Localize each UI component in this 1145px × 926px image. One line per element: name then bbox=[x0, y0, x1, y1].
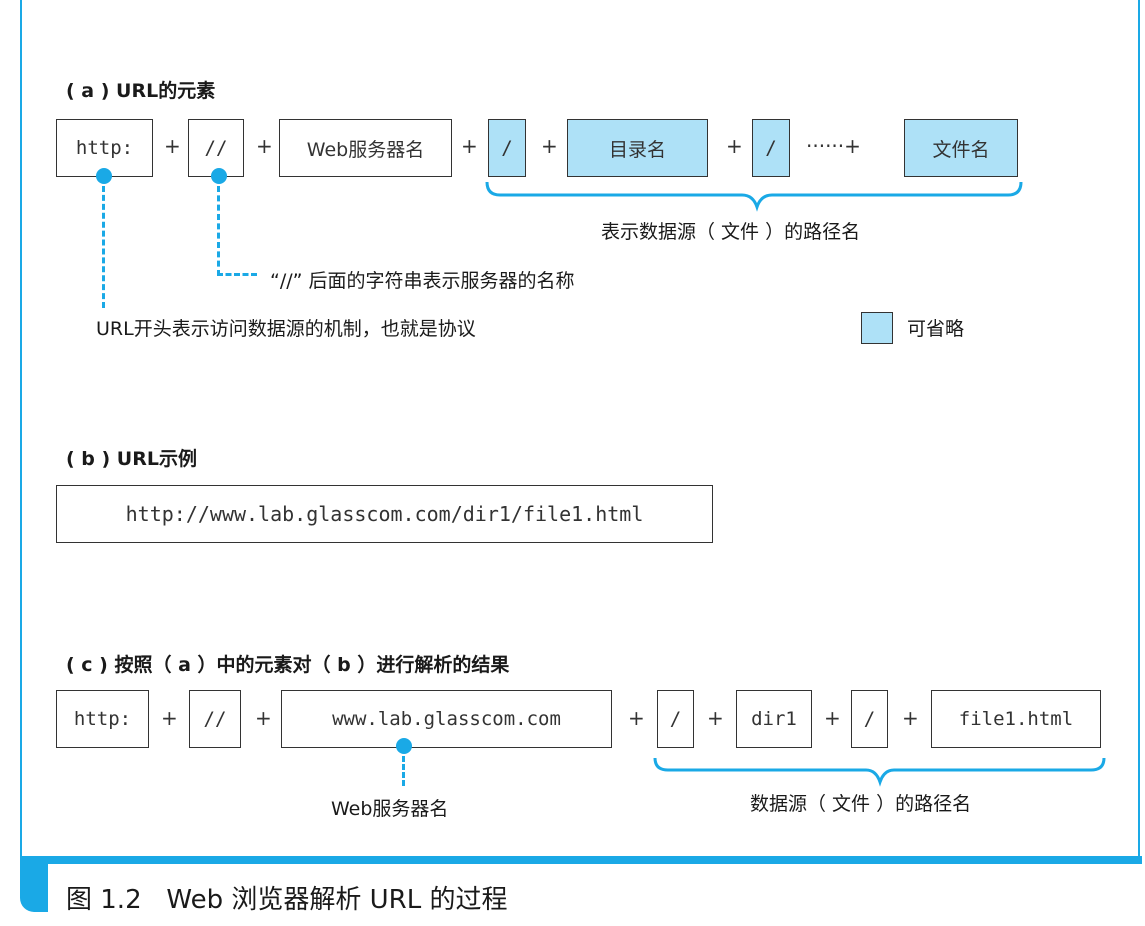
plus-sign: + bbox=[255, 706, 272, 730]
plus-sign: + bbox=[541, 134, 558, 158]
host-pointer-line bbox=[402, 756, 405, 786]
slashes-pointer-line bbox=[217, 273, 257, 276]
figure-bottom-bar bbox=[20, 856, 1142, 864]
url-element-slashes-box: // bbox=[188, 119, 244, 177]
parsed-slashes-box: // bbox=[189, 690, 241, 748]
section-c-heading: ( c ) 按照（ a ）中的元素对（ b ）进行解析的结果 bbox=[66, 654, 510, 676]
slashes-pointer-dot bbox=[211, 168, 227, 184]
plus-sign: + bbox=[902, 706, 919, 730]
parsed-directory-box: dir1 bbox=[736, 690, 812, 748]
protocol-annotation: URL开头表示访问数据源的机制，也就是协议 bbox=[96, 318, 476, 340]
host-annotation: Web服务器名 bbox=[331, 798, 449, 820]
plus-sign: + bbox=[707, 706, 724, 730]
figure-caption: 图 1.2 Web 浏览器解析 URL 的过程 bbox=[66, 885, 508, 915]
section-b-heading: ( b ) URL示例 bbox=[66, 448, 197, 470]
caption-tab bbox=[20, 864, 48, 912]
plus-sign: + bbox=[161, 706, 178, 730]
host-pointer-dot bbox=[396, 738, 412, 754]
url-element-directory-box-optional: 目录名 bbox=[567, 119, 708, 177]
protocol-pointer-line bbox=[102, 186, 105, 308]
parsed-slash-box: / bbox=[657, 690, 694, 748]
parsed-host-box: www.lab.glasscom.com bbox=[281, 690, 612, 748]
section-a-heading: ( a ) URL的元素 bbox=[66, 80, 216, 102]
legend-optional-label: 可省略 bbox=[907, 318, 965, 340]
legend-optional-swatch bbox=[861, 312, 893, 344]
path-brace-label: 数据源（ 文件 ）的路径名 bbox=[750, 793, 972, 815]
url-element-file-box-optional: 文件名 bbox=[904, 119, 1018, 177]
plus-sign: + bbox=[461, 134, 478, 158]
plus-sign: + bbox=[628, 706, 645, 730]
example-url-box: http://www.lab.glasscom.com/dir1/file1.h… bbox=[56, 485, 713, 543]
repetition-ellipsis: ······+ bbox=[806, 134, 861, 158]
url-element-slash-box-optional: / bbox=[752, 119, 790, 177]
plus-sign: + bbox=[256, 134, 273, 158]
parsed-protocol-box: http: bbox=[56, 690, 149, 748]
protocol-pointer-dot bbox=[96, 168, 112, 184]
slashes-pointer-line bbox=[217, 186, 220, 276]
parsed-slash-box: / bbox=[851, 690, 888, 748]
url-element-web-server-box: Web服务器名 bbox=[279, 119, 452, 177]
parsed-file-box: file1.html bbox=[931, 690, 1101, 748]
plus-sign: + bbox=[824, 706, 841, 730]
plus-sign: + bbox=[726, 134, 743, 158]
slashes-annotation: “//” 后面的字符串表示服务器的名称 bbox=[270, 270, 575, 292]
path-brace-label: 表示数据源（ 文件 ）的路径名 bbox=[601, 221, 861, 243]
plus-sign: + bbox=[164, 134, 181, 158]
url-element-slash-box-optional: / bbox=[488, 119, 526, 177]
url-element-protocol-box: http: bbox=[56, 119, 153, 177]
